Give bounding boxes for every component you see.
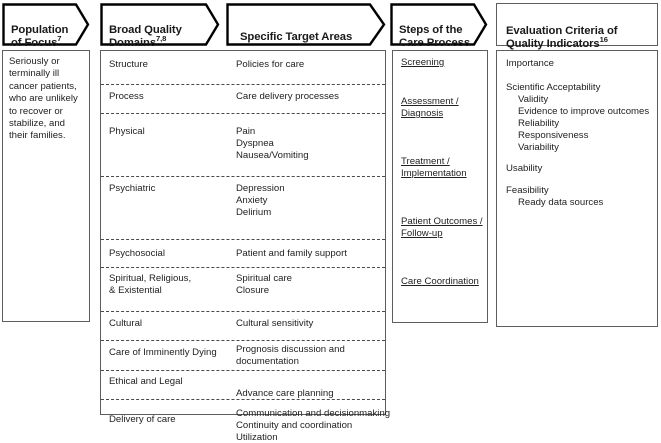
domain-row: Cultural Cultural sensitivity <box>101 311 385 340</box>
target-area-item: Utilization <box>236 431 278 443</box>
criteria-item: Importance <box>506 58 554 69</box>
domain-row: Care of Imminently Dying Prognosis discus… <box>101 340 385 370</box>
criteria-sub-item: Evidence to improve outcomes <box>518 106 650 117</box>
domain-row: Delivery of care Communication and decisi… <box>101 399 390 443</box>
target-area-item: Delirium <box>236 206 272 218</box>
target-area-item: Spiritual care <box>236 273 292 284</box>
target-area-item: Cultural sensitivity <box>236 318 314 329</box>
target-area-item: Pain <box>236 126 256 137</box>
care-step-line: Follow-up <box>401 227 443 239</box>
domain-label: Care of Imminently Dying <box>109 347 217 358</box>
care-step-line: Patient Outcomes / <box>401 216 483 227</box>
domain-label: Ethical and Legal <box>109 376 183 387</box>
population-of-focus-text: Seriously or terminally ill cancer patie… <box>9 56 78 142</box>
chevron-shape-icon <box>390 3 488 46</box>
criteria-sub-item: Variability <box>518 142 559 153</box>
care-step-item: Patient Outcomes /Follow-up <box>401 216 483 240</box>
population-of-focus-panel: Seriously or terminally ill cancer patie… <box>2 50 90 322</box>
target-area-list: Policies for care <box>236 59 304 71</box>
domain-label: Structure <box>109 59 148 70</box>
domain-row: Structure Policies for care <box>101 51 385 84</box>
care-step-line: Treatment / <box>401 156 450 167</box>
target-area-item: documentation <box>236 355 299 367</box>
target-area-item: Prognosis discussion and <box>236 344 345 355</box>
header-label: Specific Target Areas <box>240 30 353 43</box>
domain-label: Delivery of care <box>109 414 176 425</box>
domain-label: Process <box>109 91 144 102</box>
domain-label: Cultural <box>109 318 143 329</box>
criteria-item: Scientific Acceptability <box>506 82 601 93</box>
care-step-line: Assessment / <box>401 96 459 107</box>
care-step-item: Care Coordination <box>401 276 479 288</box>
domain-label: Spiritual, Religious, & Existential <box>109 273 192 296</box>
target-area-item: Depression <box>236 183 285 194</box>
target-area-item: Care delivery processes <box>236 91 339 102</box>
criteria-sub-item: Reliability <box>518 118 560 129</box>
care-step-item: Screening <box>401 57 444 69</box>
target-area-list: Advance care planning <box>236 388 334 400</box>
chevron-shape-icon <box>226 3 386 46</box>
target-area-item: Dyspnea <box>236 137 274 149</box>
criteria-sub-item: Validity <box>518 94 549 105</box>
target-area-item: Anxiety <box>236 194 268 206</box>
domain-label: Physical <box>109 126 145 137</box>
domain-row: Process Care delivery processes <box>101 84 385 113</box>
care-step-line: Diagnosis <box>401 107 444 119</box>
care-step-line: Implementation <box>401 167 467 179</box>
criteria-item: Usability <box>506 163 543 174</box>
target-area-list: Care delivery processes <box>236 91 339 103</box>
target-area-item: Advance care planning <box>236 388 334 399</box>
care-step-item: Assessment /Diagnosis <box>401 96 459 120</box>
care-step-item: Treatment /Implementation <box>401 156 467 180</box>
criteria-item: Feasibility <box>506 185 549 196</box>
domain-label: Psychosocial <box>109 248 165 259</box>
care-step-line: Care Coordination <box>401 276 479 287</box>
chevron-shape-icon <box>100 3 220 46</box>
target-area-item: Closure <box>236 284 270 296</box>
chevron-shape-icon <box>2 3 90 46</box>
target-area-item: Nausea/Vomiting <box>236 149 309 161</box>
criteria-sub-item: Ready data sources <box>518 197 604 208</box>
domain-label: Psychiatric <box>109 183 156 194</box>
target-area-list: Cultural sensitivity <box>236 318 313 330</box>
domain-row: Spiritual, Religious, & Existential Spiri… <box>101 267 385 311</box>
domain-row: Psychosocial Patient and family support <box>101 239 385 267</box>
header-specific-target-areas: Specific Target Areas <box>226 3 386 46</box>
target-area-item: Communication and decisionmaking <box>236 408 391 419</box>
target-area-list: Patient and family support <box>236 248 347 260</box>
target-area-item: Patient and family support <box>236 248 347 259</box>
criteria-sub-item: Responsiveness <box>518 130 589 141</box>
target-area-item: Continuity and coordination <box>236 419 353 431</box>
care-step-line: Screening <box>401 57 445 68</box>
target-area-item: Policies for care <box>236 59 305 70</box>
